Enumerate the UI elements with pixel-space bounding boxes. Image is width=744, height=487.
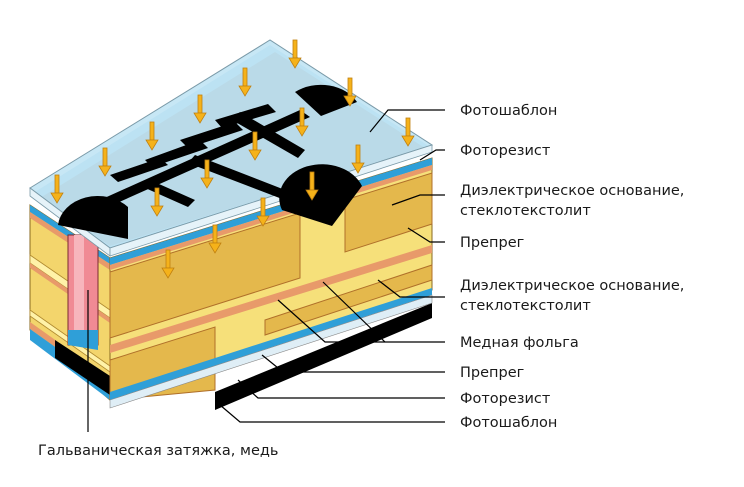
down-arrow-icon xyxy=(238,67,252,97)
down-arrow-icon xyxy=(161,249,175,279)
exposure-arrows xyxy=(50,39,415,279)
down-arrow-icon xyxy=(145,121,159,151)
label-copper-foil: Медная фольга xyxy=(460,335,579,351)
leader-lines xyxy=(87,109,445,432)
label-dielectric-mid-2: стеклотекстолит xyxy=(460,298,591,314)
label-prepreg-bottom: Препрег xyxy=(460,365,524,381)
label-prepreg-top: Препрег xyxy=(460,235,524,251)
down-arrow-icon xyxy=(256,197,270,227)
top-surface xyxy=(29,39,434,257)
down-arrow-icon xyxy=(50,174,64,204)
down-arrow-icon xyxy=(98,147,112,177)
down-arrow-icon xyxy=(288,39,302,69)
front-left-face xyxy=(29,204,111,402)
down-arrow-icon xyxy=(295,107,309,137)
down-arrow-icon xyxy=(150,187,164,217)
label-dielectric-top-2: стеклотекстолит xyxy=(460,203,591,219)
down-arrow-icon xyxy=(248,131,262,161)
down-arrow-icon xyxy=(193,94,207,124)
label-photoresist-bottom: Фоторезист xyxy=(460,391,551,407)
front-right-face xyxy=(109,157,433,410)
label-photomask-top: Фотошаблон xyxy=(460,103,557,119)
down-arrow-icon xyxy=(343,77,357,107)
label-dielectric-mid-1: Диэлектрическое основание, xyxy=(460,278,684,294)
labels: Фотошаблон Фоторезист Диэлектрическое ос… xyxy=(38,103,684,459)
down-arrow-icon xyxy=(401,117,415,147)
label-photoresist-top: Фоторезист xyxy=(460,143,551,159)
label-photomask-bottom: Фотошаблон xyxy=(460,415,557,431)
label-galvanic-plating: Гальваническая затяжка, медь xyxy=(38,443,278,459)
down-arrow-icon xyxy=(351,144,365,174)
down-arrow-icon xyxy=(208,224,222,254)
label-dielectric-top-1: Диэлектрическое основание, xyxy=(460,183,684,199)
down-arrow-icon xyxy=(200,159,214,189)
down-arrow-icon xyxy=(305,171,319,201)
